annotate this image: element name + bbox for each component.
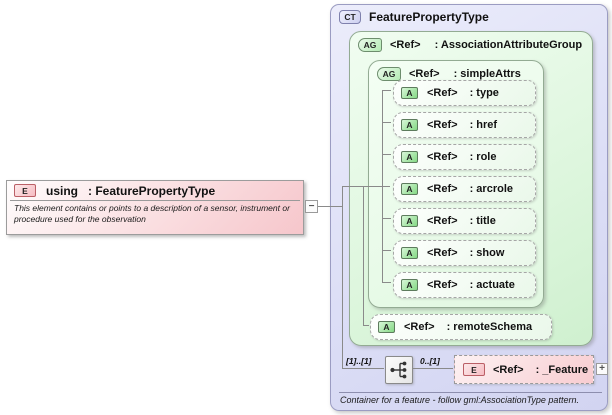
- connector-line: [382, 90, 391, 91]
- complex-type-header: CT FeaturePropertyType: [331, 5, 607, 24]
- feature-name: : _Feature: [535, 363, 589, 376]
- attribute-ref: <Ref>: [427, 87, 458, 99]
- element-box-feature[interactable]: E <Ref> : _Feature: [454, 355, 594, 384]
- complex-type-footer: Container for a feature - follow gml:Ass…: [340, 395, 579, 405]
- attribute-ref: <Ref>: [427, 215, 458, 227]
- multiplicity-label-outer: [1]..[1]: [346, 356, 372, 366]
- element-badge: E: [14, 184, 36, 197]
- connector-line: [382, 90, 383, 283]
- connector-line: [382, 218, 391, 219]
- attribute-group-box-simpleattrs[interactable]: AG <Ref> : simpleAttrs A <Ref> : type A …: [368, 60, 544, 308]
- connector-line: [382, 154, 391, 155]
- attribute-name: : show: [469, 247, 505, 259]
- simpleattrs-ref: <Ref>: [409, 68, 440, 80]
- attribute-name: : type: [469, 87, 499, 99]
- collapse-handle-icon[interactable]: −: [305, 200, 318, 213]
- attribute-ref: <Ref>: [427, 247, 458, 259]
- attribute-name: : title: [469, 215, 496, 227]
- attribute-name: : arcrole: [469, 183, 513, 195]
- attribute-ref: <Ref>: [427, 279, 458, 291]
- attribute-box-arcrole[interactable]: A <Ref> : arcrole: [393, 176, 536, 202]
- connector-line: [342, 186, 343, 369]
- attribute-name: : href: [469, 119, 498, 131]
- attribute-box-show[interactable]: A <Ref> : show: [393, 240, 536, 266]
- attribute-badge: A: [401, 279, 418, 291]
- attribute-ref: <Ref>: [427, 151, 458, 163]
- element-name: using: [46, 183, 78, 198]
- element-header: E using : FeaturePropertyType: [7, 181, 303, 200]
- attribute-badge: A: [401, 87, 418, 99]
- connector-line: [412, 368, 453, 369]
- attribute-name: : remoteSchema: [446, 321, 533, 333]
- attribute-box-role[interactable]: A <Ref> : role: [393, 144, 536, 170]
- expand-handle-icon[interactable]: +: [596, 363, 608, 375]
- attribute-ref: <Ref>: [427, 183, 458, 195]
- attribute-name: : role: [469, 151, 497, 163]
- complex-type-badge: CT: [339, 10, 361, 24]
- attribute-badge: A: [401, 183, 418, 195]
- attribute-box-href[interactable]: A <Ref> : href: [393, 112, 536, 138]
- connector-line: [363, 325, 369, 326]
- complex-type-title: FeaturePropertyType: [369, 10, 489, 24]
- complex-type-box[interactable]: CT FeaturePropertyType AG <Ref> : Associ…: [330, 4, 608, 411]
- connector-line: [382, 250, 391, 251]
- element-badge: E: [463, 363, 485, 376]
- connector-line: [318, 206, 343, 207]
- attribute-box-remoteschema[interactable]: A <Ref> : remoteSchema: [370, 314, 552, 340]
- element-separator: [10, 200, 300, 201]
- attribute-ref: <Ref>: [427, 119, 458, 131]
- connector-line: [363, 186, 364, 326]
- attribute-ref: <Ref>: [404, 321, 435, 333]
- footer-separator: [339, 392, 602, 393]
- attribute-badge: A: [401, 151, 418, 163]
- attribute-group-badge: AG: [377, 67, 401, 81]
- element-box-using[interactable]: E using : FeaturePropertyType This eleme…: [6, 180, 304, 235]
- attribute-badge: A: [378, 321, 395, 333]
- attribute-group-badge: AG: [358, 38, 382, 52]
- feature-ref: <Ref>: [493, 363, 524, 376]
- attribute-badge: A: [401, 119, 418, 131]
- attribute-badge: A: [401, 247, 418, 259]
- sequence-glyph: [390, 361, 407, 379]
- connector-line: [342, 368, 384, 369]
- sequence-compositor-icon[interactable]: [385, 356, 413, 384]
- multiplicity-label-inner: 0..[1]: [420, 356, 440, 366]
- connector-line: [342, 186, 390, 187]
- attribute-group-name: : AssociationAttributeGroup: [434, 39, 583, 51]
- connector-line: [382, 122, 391, 123]
- attribute-group-header: AG <Ref> : AssociationAttributeGroup: [350, 32, 592, 52]
- simpleattrs-name: : simpleAttrs: [453, 68, 521, 80]
- attribute-box-actuate[interactable]: A <Ref> : actuate: [393, 272, 536, 298]
- element-type: : FeaturePropertyType: [88, 183, 216, 198]
- attribute-name: : actuate: [469, 279, 515, 291]
- attribute-box-type[interactable]: A <Ref> : type: [393, 80, 536, 106]
- attribute-box-title[interactable]: A <Ref> : title: [393, 208, 536, 234]
- simpleattrs-header: AG <Ref> : simpleAttrs: [369, 61, 543, 81]
- attribute-badge: A: [401, 215, 418, 227]
- attribute-group-ref: <Ref>: [390, 39, 421, 51]
- connector-line: [382, 282, 391, 283]
- attribute-group-box-association[interactable]: AG <Ref> : AssociationAttributeGroup AG …: [349, 31, 593, 346]
- element-annotation: This element contains or points to a des…: [14, 203, 290, 225]
